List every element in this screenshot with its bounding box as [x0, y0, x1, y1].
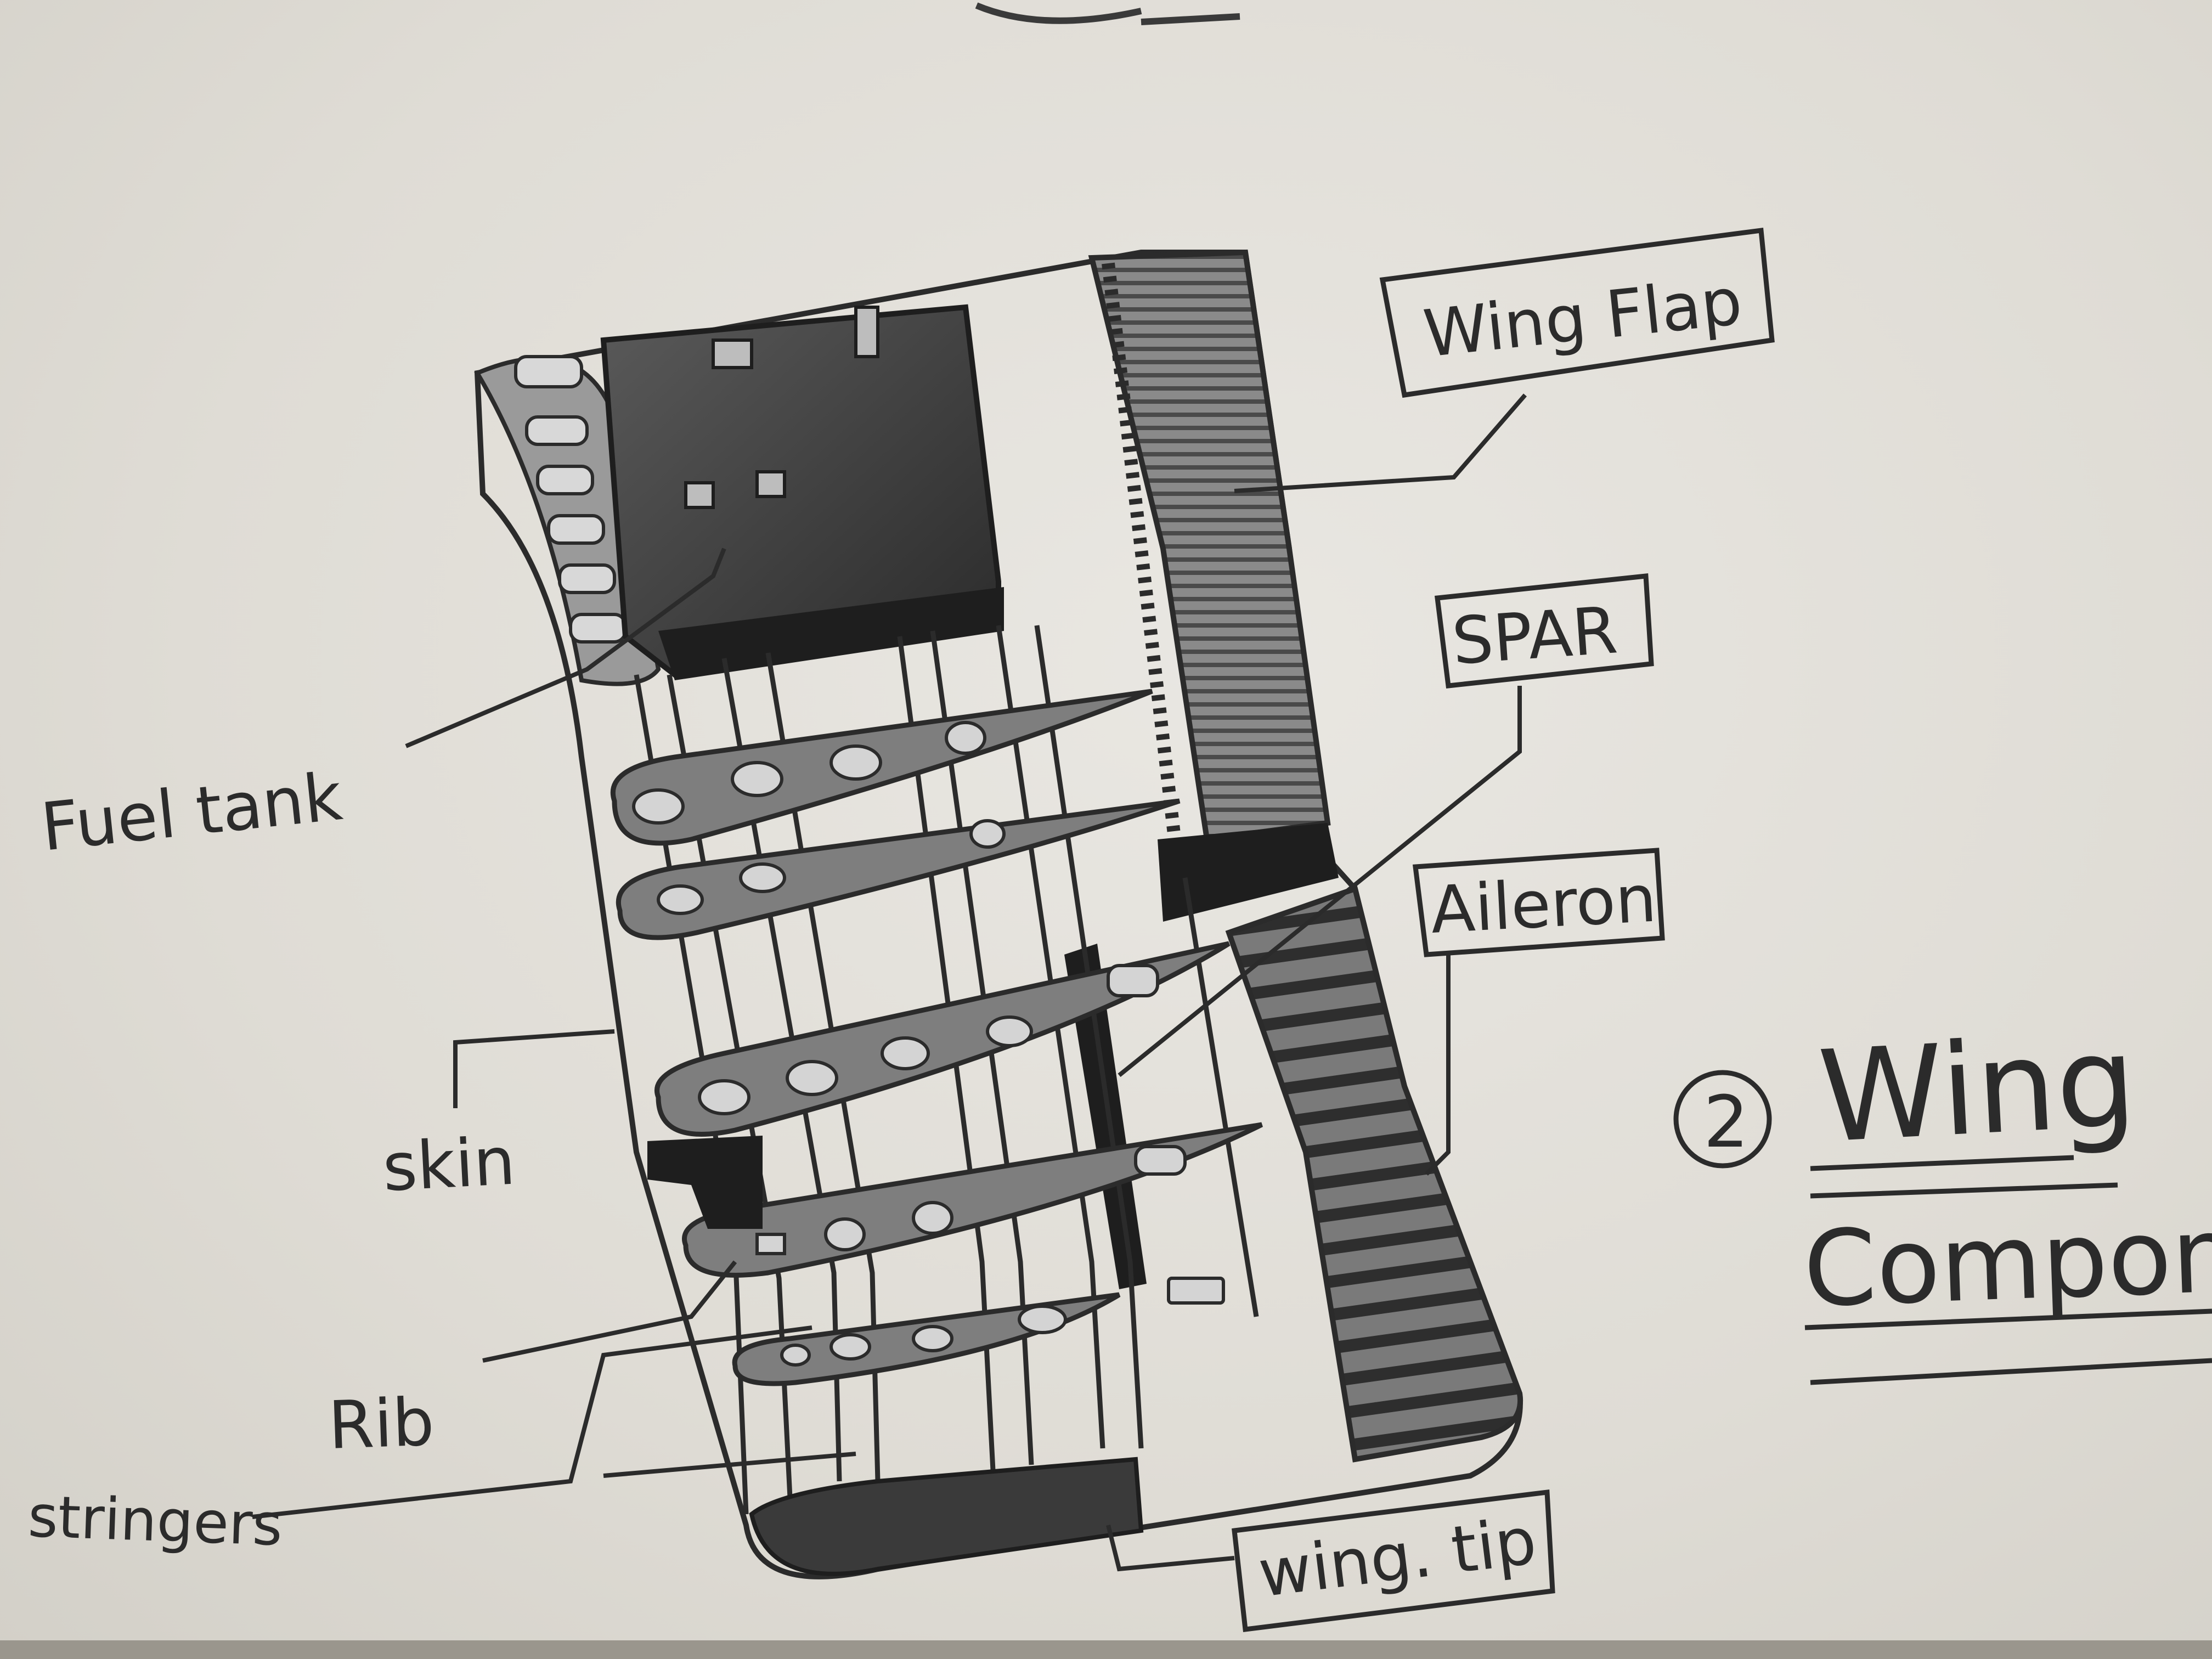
skin-dark-block [647, 1136, 763, 1229]
title-main: Wing [1815, 1008, 2140, 1171]
label-fuel-tank: Fuel tank [38, 759, 346, 866]
label-wing-flap-box: Wing Flap [1383, 230, 1772, 395]
label-wing-tip-box: wing. tip [1234, 1492, 1553, 1629]
label-stringers: stringers [27, 1483, 284, 1559]
wing-structure [477, 252, 1520, 1577]
wing-flap-part [1092, 252, 1328, 839]
label-spar: SPAR [1449, 592, 1620, 679]
wing-tip-part [752, 1459, 1141, 1574]
title-block: 2 Wing Components [1676, 1008, 2212, 1383]
label-spar-box: SPAR [1437, 576, 1651, 686]
leader-rib [483, 1262, 735, 1361]
label-aileron-box: Aileron [1415, 850, 1662, 955]
title-sub: Components [1802, 1186, 2212, 1330]
label-wing-tip: wing. tip [1255, 1503, 1541, 1612]
label-aileron: Aileron [1429, 861, 1658, 948]
title-number: 2 [1703, 1080, 1749, 1164]
label-wing-flap: Wing Flap [1420, 263, 1746, 372]
leader-skin [455, 1031, 614, 1108]
label-rib: Rib [327, 1384, 436, 1464]
label-skin: skin [381, 1124, 517, 1206]
aileron-part [1229, 889, 1520, 1459]
top-scribble [977, 5, 1240, 22]
leader-aileron [1426, 955, 1448, 1174]
